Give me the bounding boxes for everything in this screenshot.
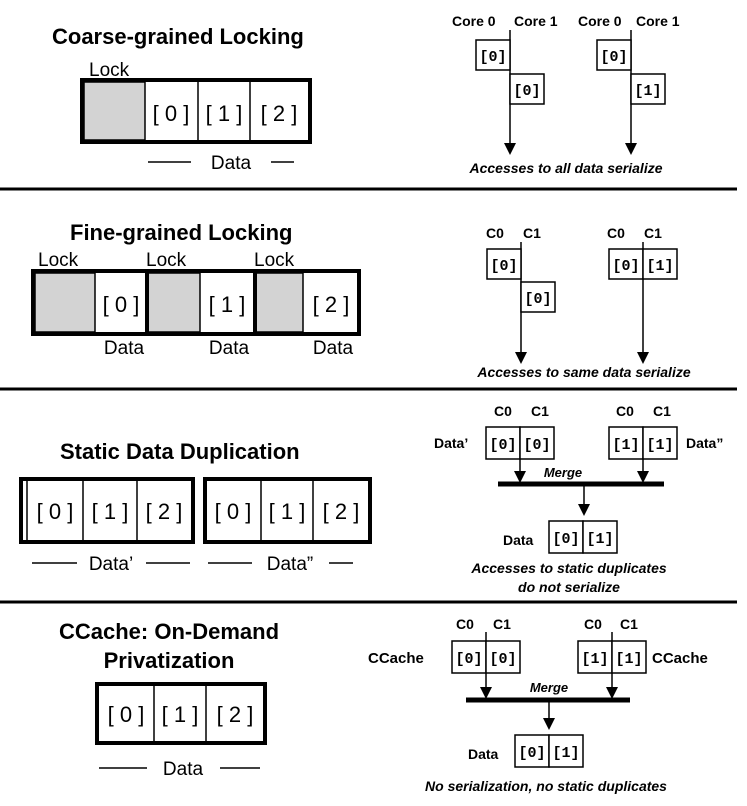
core-label: C0 xyxy=(486,225,504,241)
section-coarse-grained: Coarse-grained Locking Lock [ 0 ] [ 1 ] … xyxy=(52,13,680,176)
copy-box: [1] xyxy=(646,437,673,454)
result-box: [0] xyxy=(518,745,545,762)
copy-box: [0] xyxy=(455,651,482,668)
core-label: C1 xyxy=(531,403,549,419)
core-label: C1 xyxy=(644,225,662,241)
result-box: [0] xyxy=(552,531,579,548)
lock-label: Lock xyxy=(38,250,79,271)
merge-label: Merge xyxy=(530,680,568,695)
data-label: Data xyxy=(104,338,145,359)
lock-cell xyxy=(34,272,96,333)
data-cell: [ 0 ] xyxy=(103,292,140,317)
caption: Accesses to static duplicates xyxy=(470,560,667,576)
access-box: [0] xyxy=(600,49,627,66)
section-title: Static Data Duplication xyxy=(60,439,300,464)
copy-box: [1] xyxy=(581,651,608,668)
lock-label: Lock xyxy=(146,250,187,271)
data-label: Data xyxy=(209,338,250,359)
copy-box: [0] xyxy=(489,651,516,668)
copy-label: Data” xyxy=(686,435,723,451)
core-label: C1 xyxy=(620,616,638,632)
data-cell: [ 1 ] xyxy=(92,499,129,524)
section-title: CCache: On-Demand xyxy=(59,619,279,644)
lock-label: Lock xyxy=(89,60,130,81)
section-title: Fine-grained Locking xyxy=(70,220,292,245)
core-label: C1 xyxy=(523,225,541,241)
data-cell: [ 2 ] xyxy=(313,292,350,317)
copy-box: [0] xyxy=(523,437,550,454)
data-cell: [ 1 ] xyxy=(162,702,199,727)
core-label: C0 xyxy=(584,616,602,632)
core-label: Core 0 xyxy=(452,13,496,29)
data-cell: [ 2 ] xyxy=(323,499,360,524)
caption: Accesses to same data serialize xyxy=(476,364,690,380)
data-cell: [ 2 ] xyxy=(261,101,298,126)
data-label: Data xyxy=(163,759,204,780)
core-label: C0 xyxy=(607,225,625,241)
access-box: [0] xyxy=(524,291,551,308)
access-box: [0] xyxy=(479,49,506,66)
duplicate-box xyxy=(19,477,195,544)
core-label: C0 xyxy=(494,403,512,419)
copy-box: [1] xyxy=(615,651,642,668)
core-label: Core 1 xyxy=(636,13,680,29)
data-label: Data xyxy=(211,153,252,174)
data-cell: [ 0 ] xyxy=(215,499,252,524)
section-fine-grained: Fine-grained Locking Lock Lock Lock [ 0 … xyxy=(31,220,691,380)
access-box: [0] xyxy=(513,83,540,100)
copy-box: [1] xyxy=(612,437,639,454)
access-box: [0] xyxy=(612,258,639,275)
lock-cell xyxy=(146,272,201,333)
lock-cell xyxy=(83,81,146,141)
data-cell: [ 1 ] xyxy=(206,101,243,126)
duplicate-box xyxy=(203,477,372,544)
data-label: Data xyxy=(313,338,354,359)
data-structure-box xyxy=(95,682,267,745)
data-cell: [ 0 ] xyxy=(153,101,190,126)
access-box: [0] xyxy=(490,258,517,275)
merge-label: Merge xyxy=(544,465,582,480)
core-label: C1 xyxy=(653,403,671,419)
data-cell: [ 2 ] xyxy=(217,702,254,727)
section-title: Coarse-grained Locking xyxy=(52,24,304,49)
copy-label: Data’ xyxy=(434,435,468,451)
data-structure-box xyxy=(80,78,312,144)
result-label: Data xyxy=(503,532,534,548)
data-cell: [ 0 ] xyxy=(108,702,145,727)
data-label: Data” xyxy=(267,554,313,575)
section-ccache: CCache: On-Demand Privatization [ 0 ] [ … xyxy=(59,616,708,794)
lock-cell xyxy=(254,272,304,333)
data-cell: [ 1 ] xyxy=(209,292,246,317)
result-box: [1] xyxy=(552,745,579,762)
result-box: [1] xyxy=(586,531,613,548)
data-cell: [ 2 ] xyxy=(146,499,183,524)
caption: No serialization, no static duplicates xyxy=(425,778,667,794)
access-box: [1] xyxy=(634,83,661,100)
data-structure-box xyxy=(31,269,361,336)
section-title: Privatization xyxy=(104,648,235,673)
data-cell: [ 0 ] xyxy=(37,499,74,524)
core-label: Core 0 xyxy=(578,13,622,29)
core-label: C0 xyxy=(616,403,634,419)
section-static-duplication: Static Data Duplication [ 0 ] [ 1 ] [ 2 … xyxy=(19,403,723,595)
result-label: Data xyxy=(468,746,499,762)
access-box: [1] xyxy=(646,258,673,275)
copy-box: [0] xyxy=(489,437,516,454)
data-cell: [ 1 ] xyxy=(269,499,306,524)
core-label: C0 xyxy=(456,616,474,632)
core-label: Core 1 xyxy=(514,13,558,29)
caption: Accesses to all data serialize xyxy=(469,160,663,176)
copy-label: CCache xyxy=(368,650,424,667)
caption: do not serialize xyxy=(518,579,620,595)
data-label: Data’ xyxy=(89,554,133,575)
lock-label: Lock xyxy=(254,250,295,271)
copy-label: CCache xyxy=(652,650,708,667)
core-label: C1 xyxy=(493,616,511,632)
